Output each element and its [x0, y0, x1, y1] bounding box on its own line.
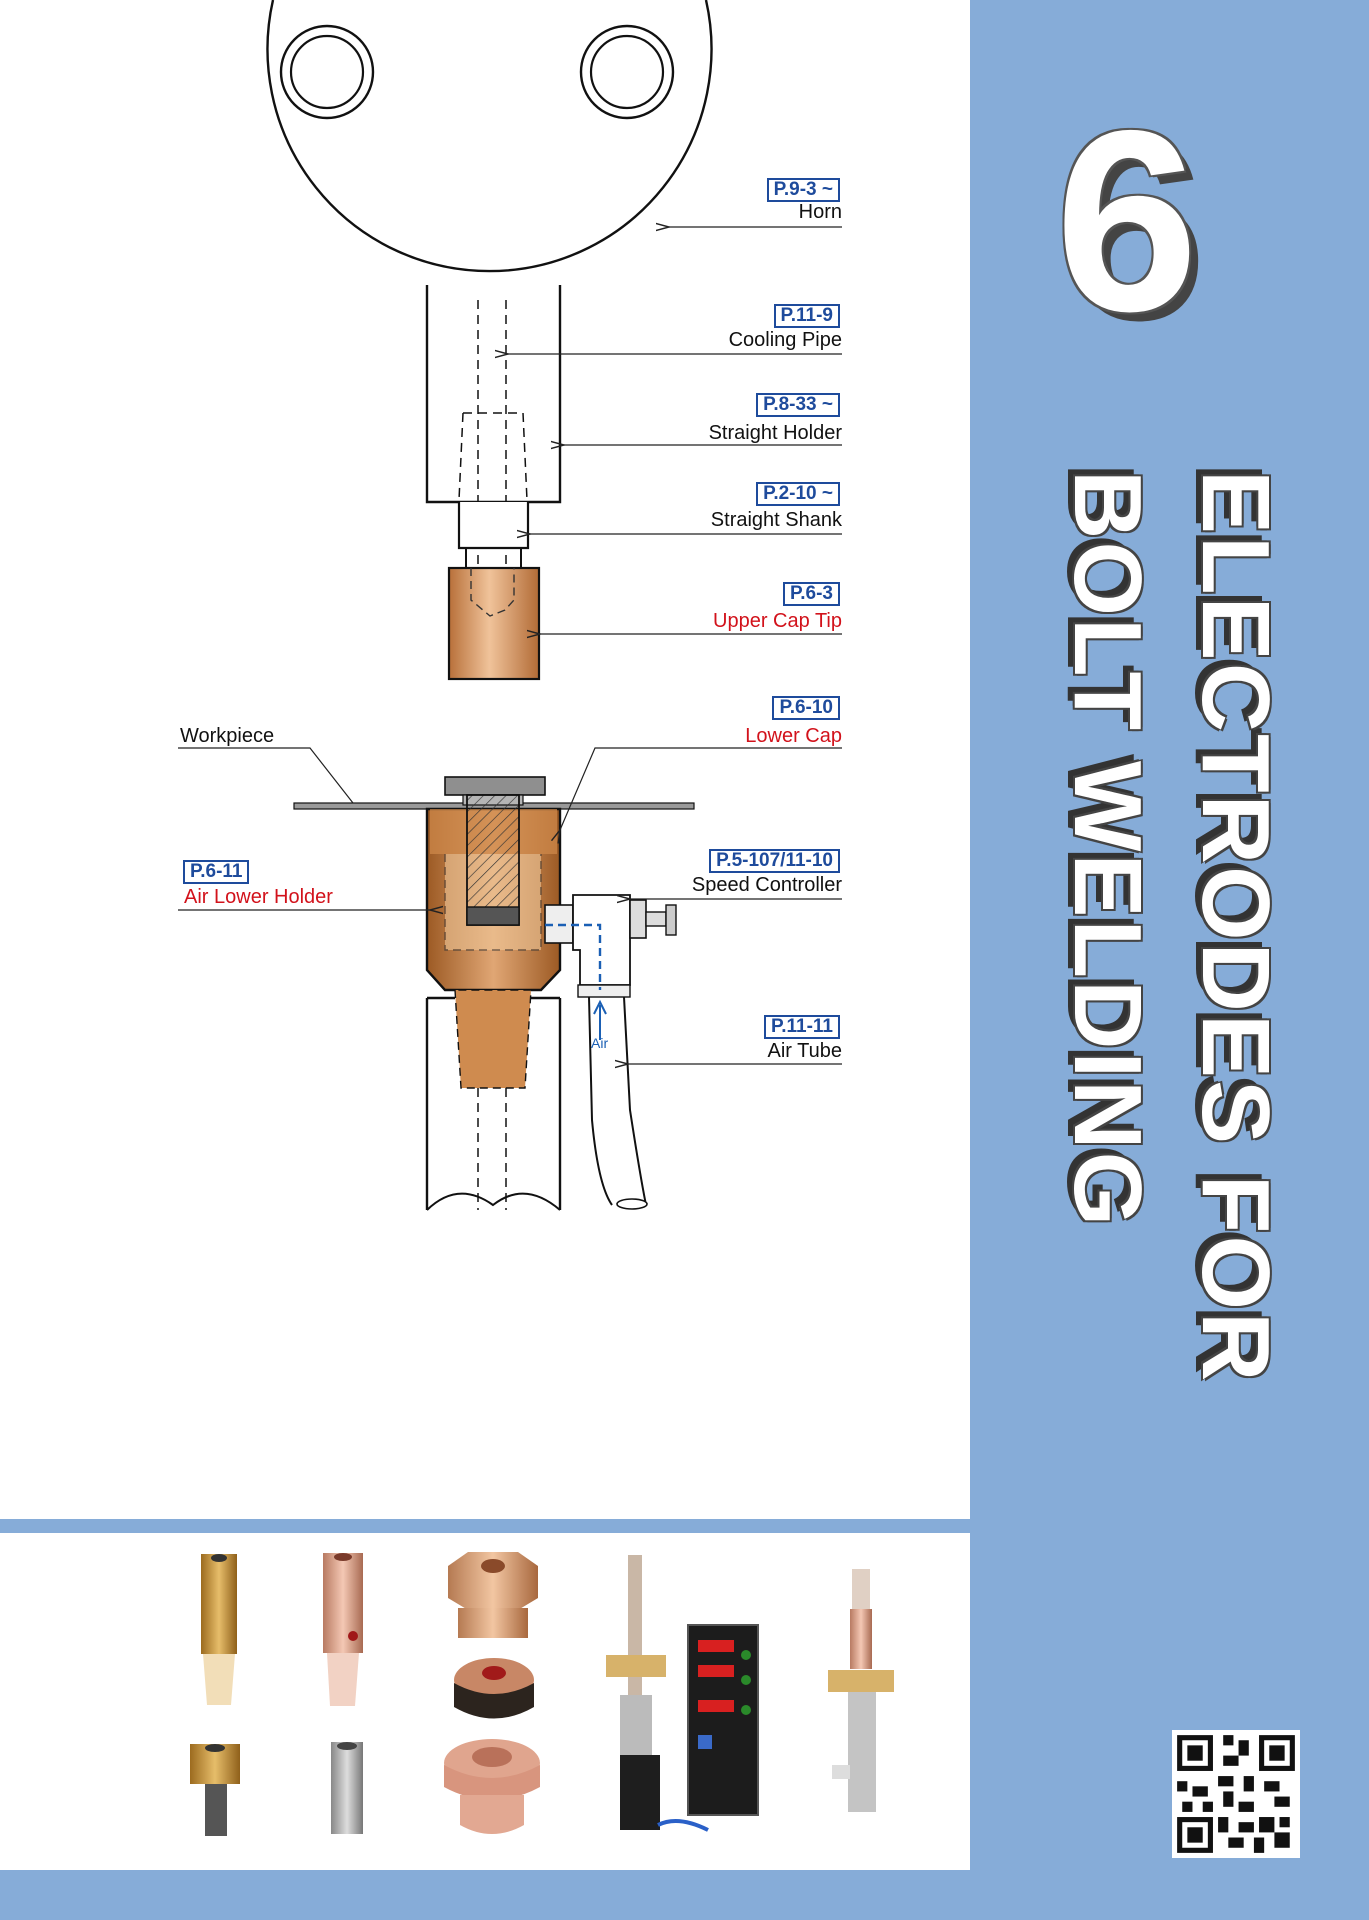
product-photo-lower-cap-hex	[448, 1552, 538, 1638]
callout-ref-cooling-pipe: P.11-9	[773, 304, 840, 328]
straight-shank	[457, 502, 530, 568]
leader-lines	[178, 227, 842, 1064]
product-photo-lower-cap-round	[444, 1739, 540, 1834]
product-photo-lower-holder-copper	[323, 1553, 363, 1706]
callout-label-upper-cap-tip: Upper Cap Tip	[713, 610, 842, 632]
callout-label-straight-shank: Straight Shank	[710, 509, 842, 531]
product-photo-air-lower-holder-assembly	[828, 1569, 894, 1812]
callout-label-speed-controller: Speed Controller	[691, 874, 842, 896]
qr-code	[1172, 1730, 1300, 1858]
chapter-title-line2: BOLT WELDING	[1054, 470, 1161, 1229]
chapter-number: 6	[1055, 76, 1199, 365]
bottom-bar	[0, 1870, 970, 1920]
callout-label-horn: Horn	[798, 201, 842, 223]
callout-label-air-tube: Air Tube	[767, 1040, 842, 1062]
callout-ref-speed-controller: P.5-107/11-10	[709, 849, 840, 873]
callout-ref-lower-cap: P.6-10	[772, 696, 840, 720]
lower-shank	[425, 996, 562, 1211]
product-photo-speed-controller-assembly	[606, 1555, 759, 1832]
straight-holder	[425, 285, 562, 600]
air-tube	[588, 996, 648, 1210]
callout-ref-horn: P.9-3 ~	[766, 178, 840, 202]
callout-label-cooling-pipe: Cooling Pipe	[728, 329, 842, 351]
callout-label-air-lower-holder: Air Lower Holder	[184, 886, 333, 908]
callout-ref-air-tube: P.11-11	[763, 1015, 840, 1039]
air-lower-holder	[425, 794, 562, 1089]
callout-label-lower-cap: Lower Cap	[745, 725, 842, 747]
product-photo-insulator-sleeve	[331, 1742, 363, 1834]
speed-controller-fitting	[544, 894, 677, 998]
electrode-assembly-diagram: Air	[178, 0, 842, 1211]
callout-ref-straight-holder: P.8-33 ~	[756, 393, 840, 417]
chapter-title-line1: ELECTRODES FOR	[1182, 470, 1289, 1384]
callout-ref-air-lower-holder: P.6-11	[183, 860, 250, 884]
product-photo-holder-small-brass	[190, 1744, 240, 1836]
chapter-sidebar: 6 ELECTRODES FOR BOLT WELDING	[970, 0, 1369, 1920]
callout-label-straight-holder: Straight Holder	[708, 422, 842, 444]
callout-ref-upper-cap-tip: P.6-3	[783, 582, 840, 606]
air-label: Air	[591, 1035, 608, 1051]
upper-cap-tip	[447, 566, 541, 681]
workpiece-label: Workpiece	[180, 725, 275, 747]
horn	[266, 0, 713, 273]
callout-ref-straight-shank: P.2-10 ~	[756, 482, 840, 506]
product-photo-holder-brass	[201, 1554, 237, 1705]
product-photo-lower-cap-dark	[454, 1658, 534, 1719]
divider-bar	[0, 1519, 970, 1533]
